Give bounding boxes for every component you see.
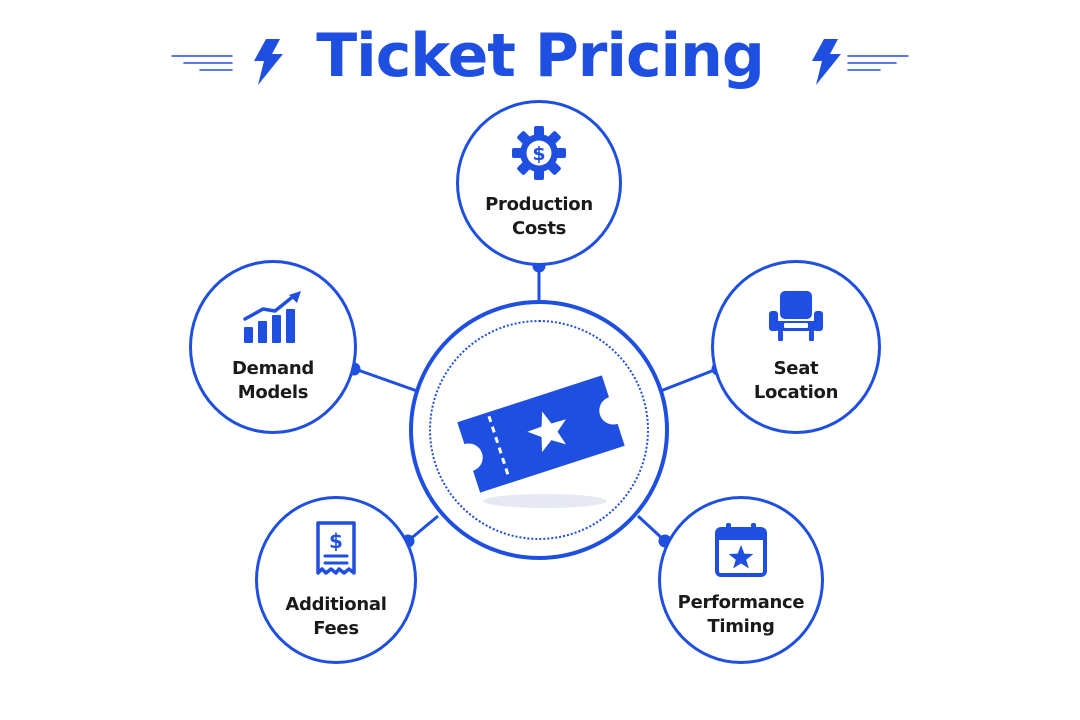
calendar-star-icon [715,523,767,577]
svg-text:$: $ [329,529,343,553]
lightning-bolt-icon [812,39,841,85]
connector-seat-location [657,367,718,394]
node-label-line: Costs [511,218,567,239]
gear-dollar-icon: $ [512,126,566,180]
node-label-line: Additional [285,594,387,615]
node-label: Production Costs [485,193,593,241]
node-label-line: Production [485,194,593,215]
node-seat-location: Seat Location [711,260,881,434]
title-decoration [171,39,909,85]
node-label-line: Seat [773,358,819,379]
node-label-line: Fees [313,618,359,639]
node-label: Demand Models [232,357,314,405]
lightning-bolt-icon [254,39,283,85]
node-label-line: Performance [677,592,805,613]
page-title: Ticket Pricing [316,21,765,91]
node-additional-fees: $ Additional Fees [255,496,417,664]
connector-additional-fees [407,514,439,543]
node-demand-models: Demand Models [189,260,357,434]
node-label: Performance Timing [678,591,805,639]
node-label-line: Demand [232,358,314,379]
hub-dotted-ring [429,320,649,540]
svg-text:$: $ [532,143,545,165]
node-performance-timing: Performance Timing [658,496,824,664]
node-label: Seat Location [753,357,839,405]
node-label-line: Location [753,382,839,403]
node-production-costs: $ Production Costs [456,100,622,266]
hub-circle [409,300,669,560]
connector-demand-models [354,367,421,394]
title-lines-right [847,55,909,71]
node-label: Additional Fees [285,593,386,641]
title-lines-left [171,55,233,71]
seat-icon [769,291,823,341]
receipt-dollar-icon: $ [316,521,356,575]
ticket-star-icon [457,375,625,508]
node-label-line: Timing [707,616,775,637]
node-label-line: Models [237,382,309,403]
bar-chart-trend-icon [243,291,301,343]
